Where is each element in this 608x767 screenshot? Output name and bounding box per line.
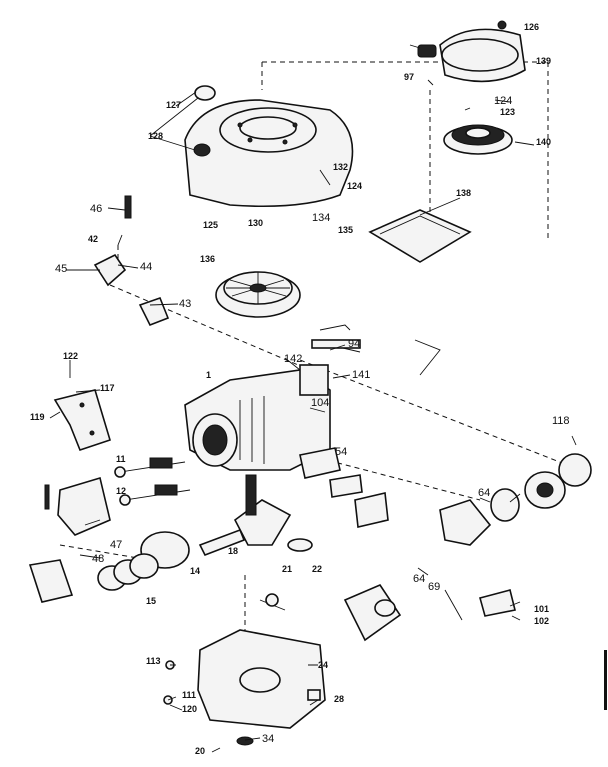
callout-label: 132: [333, 162, 348, 172]
callout-label: 130: [248, 218, 263, 228]
callout-label: 46: [90, 203, 102, 215]
callout-label: 117: [100, 383, 115, 393]
callout-label: 15: [146, 596, 156, 606]
callout-label: 113: [146, 656, 161, 666]
callout-label: 28: [334, 694, 344, 704]
starter-housing: [417, 20, 526, 83]
callout-label: 124: [494, 95, 512, 107]
throttle-bracket: [93, 195, 170, 327]
piston-assembly: [97, 528, 246, 591]
callout-label: 22: [312, 564, 322, 574]
callout-label: 126: [524, 22, 539, 32]
leader-lines: [49, 44, 577, 753]
starter-pulley: [443, 124, 513, 155]
callout-label: 139: [536, 56, 551, 66]
callout-label: 94: [348, 338, 360, 350]
callout-label: 97: [404, 72, 414, 82]
callout-label: 21: [282, 564, 292, 574]
callout-label: 47: [110, 539, 122, 551]
blower-housing: [184, 85, 354, 208]
callout-label: 42: [88, 234, 98, 244]
cylinder-block: [184, 364, 331, 471]
callout-label: 111: [182, 690, 196, 700]
callout-label: 101: [534, 604, 549, 614]
callout-label: 124: [347, 181, 362, 191]
callout-label: 14: [190, 566, 200, 576]
callout-label: 11: [116, 454, 126, 464]
callout-label: 135: [338, 225, 353, 235]
carburetor: [439, 453, 592, 546]
callout-label: 138: [456, 188, 471, 198]
callout-label: 48: [92, 553, 104, 565]
governor-linkage: [259, 324, 516, 621]
callout-label: 20: [195, 746, 205, 756]
callout-label: 123: [500, 107, 515, 117]
control-bracket: [53, 389, 111, 451]
callout-label: 128: [148, 131, 163, 141]
callout-label: 122: [63, 351, 78, 361]
scan-edge-mark: [604, 650, 607, 710]
valves-and-springs: [114, 457, 191, 506]
callout-label: 1: [206, 370, 211, 380]
callout-label: 140: [536, 137, 551, 147]
callout-label: 125: [203, 220, 218, 230]
callout-label: 54: [335, 446, 347, 458]
callout-label: 102: [534, 616, 549, 626]
part-number-labels: 127 128 132 124 134 130 135 136 126 139 …: [30, 22, 570, 756]
callout-label: 141: [352, 369, 370, 381]
callout-label: 127: [166, 100, 181, 110]
callout-label: 142: [284, 353, 302, 365]
callout-label: 18: [228, 546, 238, 556]
callout-label: 104: [311, 397, 329, 409]
callout-label: 120: [182, 704, 197, 714]
callout-label: 118: [552, 415, 570, 427]
muffler: [343, 584, 402, 642]
callout-label: 24: [318, 660, 328, 670]
callout-label: 34: [262, 733, 274, 745]
callout-label: 12: [116, 486, 126, 496]
callout-label: 134: [312, 212, 330, 224]
flywheel: [215, 271, 301, 318]
callout-label: 64: [478, 487, 490, 499]
callout-label: 44: [140, 261, 152, 273]
callout-label: 45: [55, 263, 67, 275]
callout-label: 64: [413, 573, 425, 585]
callout-label: 119: [30, 412, 45, 422]
callout-label: 136: [200, 254, 215, 264]
crankcase-sump: [163, 629, 326, 746]
air-filter-element: [368, 209, 472, 263]
callout-label: 69: [428, 581, 440, 593]
callout-label: 43: [179, 298, 191, 310]
crankshaft: [233, 474, 313, 552]
